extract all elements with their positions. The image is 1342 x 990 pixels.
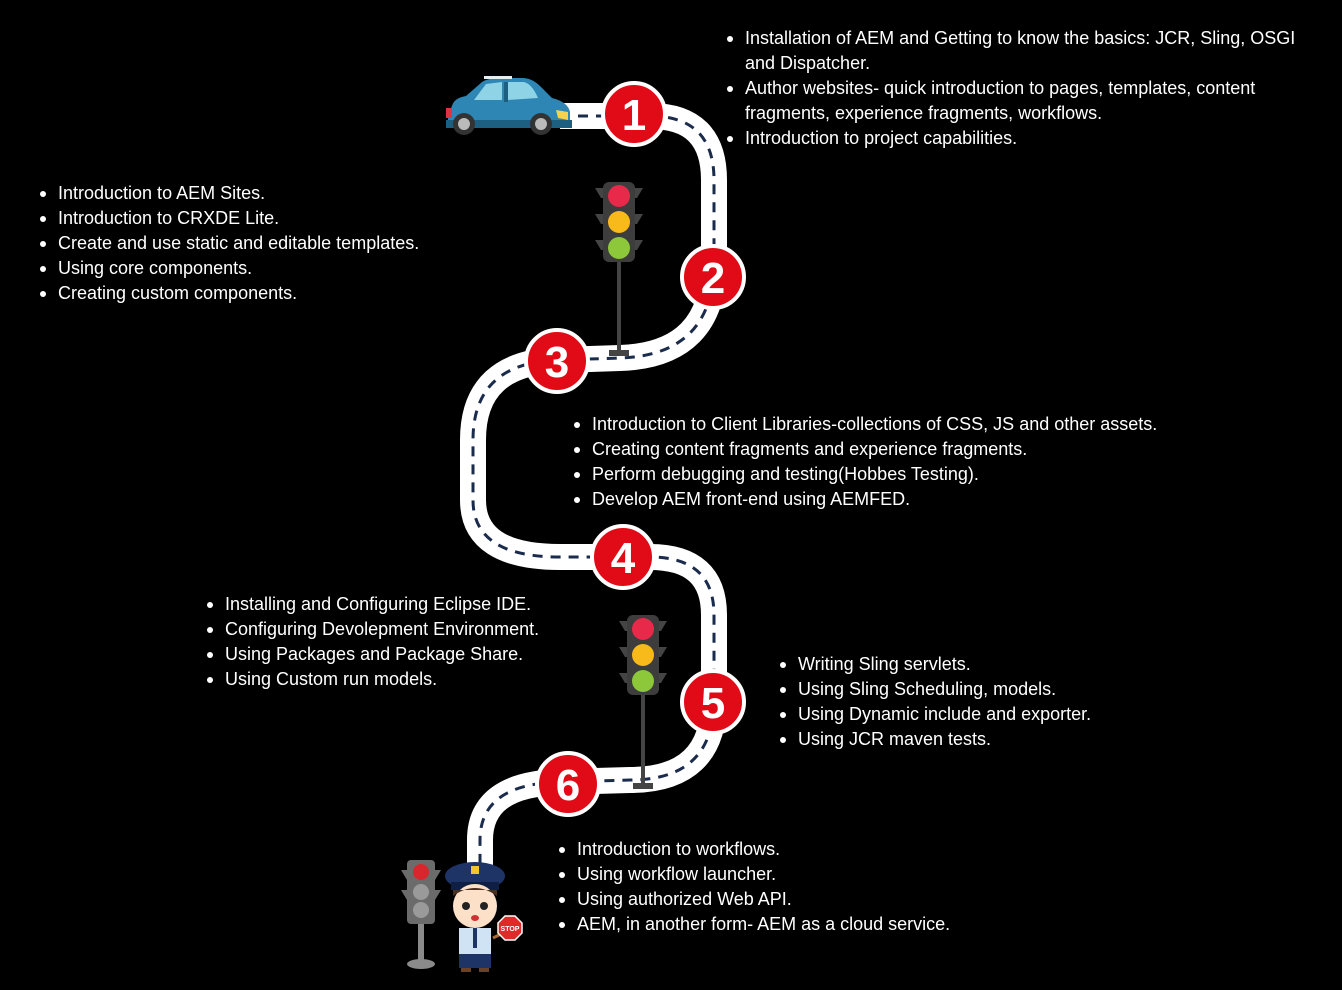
topic-item: Introduction to CRXDE Lite. — [38, 206, 478, 231]
step-marker-2: 2 — [680, 244, 746, 310]
step-3-topics: Introduction to Client Libraries-collect… — [572, 412, 1232, 512]
marker-number: 3 — [545, 338, 569, 387]
marker-circle — [680, 669, 746, 735]
step-5-topics: Writing Sling servlets.Using Sling Sched… — [778, 652, 1158, 752]
marker-number: 6 — [556, 761, 580, 810]
step-markers: 1 2 3 4 5 6 — [524, 81, 746, 817]
topic-item: Author websites- quick introduction to p… — [725, 76, 1315, 126]
step-6-topics: Introduction to workflows.Using workflow… — [557, 837, 1017, 937]
step-marker-6: 6 — [535, 751, 601, 817]
topic-item: Introduction to workflows. — [557, 837, 1017, 862]
topic-item: Using JCR maven tests. — [778, 727, 1158, 752]
marker-circle — [524, 328, 590, 394]
marker-number: 5 — [701, 679, 725, 728]
marker-circle — [535, 751, 601, 817]
marker-number: 4 — [611, 534, 636, 583]
topic-item: Using Sling Scheduling, models. — [778, 677, 1158, 702]
topic-item: AEM, in another form- AEM as a cloud ser… — [557, 912, 1017, 937]
car-icon — [446, 76, 572, 135]
marker-circle — [590, 524, 656, 590]
stop-sign-icon: STOP — [497, 915, 523, 941]
topic-item: Installation of AEM and Getting to know … — [725, 26, 1315, 76]
step-2-topics: Introduction to AEM Sites.Introduction t… — [38, 181, 478, 306]
topic-item: Create and use static and editable templ… — [38, 231, 478, 256]
topic-item: Using Custom run models. — [205, 667, 605, 692]
step-4-topics: Installing and Configuring Eclipse IDE.C… — [205, 592, 605, 692]
topic-item: Introduction to project capabilities. — [725, 126, 1315, 151]
topic-item: Writing Sling servlets. — [778, 652, 1158, 677]
traffic-light-icon — [619, 615, 667, 789]
traffic-light-icon — [401, 860, 441, 969]
police-officer-icon: STOP — [445, 862, 523, 972]
marker-circle — [680, 244, 746, 310]
topic-item: Installing and Configuring Eclipse IDE. — [205, 592, 605, 617]
marker-circle — [601, 81, 667, 147]
step-1-topics: Installation of AEM and Getting to know … — [725, 26, 1315, 151]
topic-item: Using Dynamic include and exporter. — [778, 702, 1158, 727]
topic-item: Introduction to Client Libraries-collect… — [572, 412, 1232, 437]
step-marker-4: 4 — [590, 524, 656, 590]
topic-item: Perform debugging and testing(Hobbes Tes… — [572, 462, 1232, 487]
topic-item: Introduction to AEM Sites. — [38, 181, 478, 206]
step-marker-3: 3 — [524, 328, 590, 394]
stop-sign-text: STOP — [501, 926, 520, 933]
topic-item: Using Packages and Package Share. — [205, 642, 605, 667]
marker-number: 1 — [622, 91, 646, 140]
marker-number: 2 — [701, 254, 725, 303]
topic-item: Develop AEM front-end using AEMFED. — [572, 487, 1232, 512]
topic-item: Creating content fragments and experienc… — [572, 437, 1232, 462]
traffic-light-icon — [595, 182, 643, 356]
topic-item: Configuring Devolepment Environment. — [205, 617, 605, 642]
topic-item: Using authorized Web API. — [557, 887, 1017, 912]
topic-item: Creating custom components. — [38, 281, 478, 306]
step-marker-5: 5 — [680, 669, 746, 735]
topic-item: Using core components. — [38, 256, 478, 281]
topic-item: Using workflow launcher. — [557, 862, 1017, 887]
step-marker-1: 1 — [601, 81, 667, 147]
